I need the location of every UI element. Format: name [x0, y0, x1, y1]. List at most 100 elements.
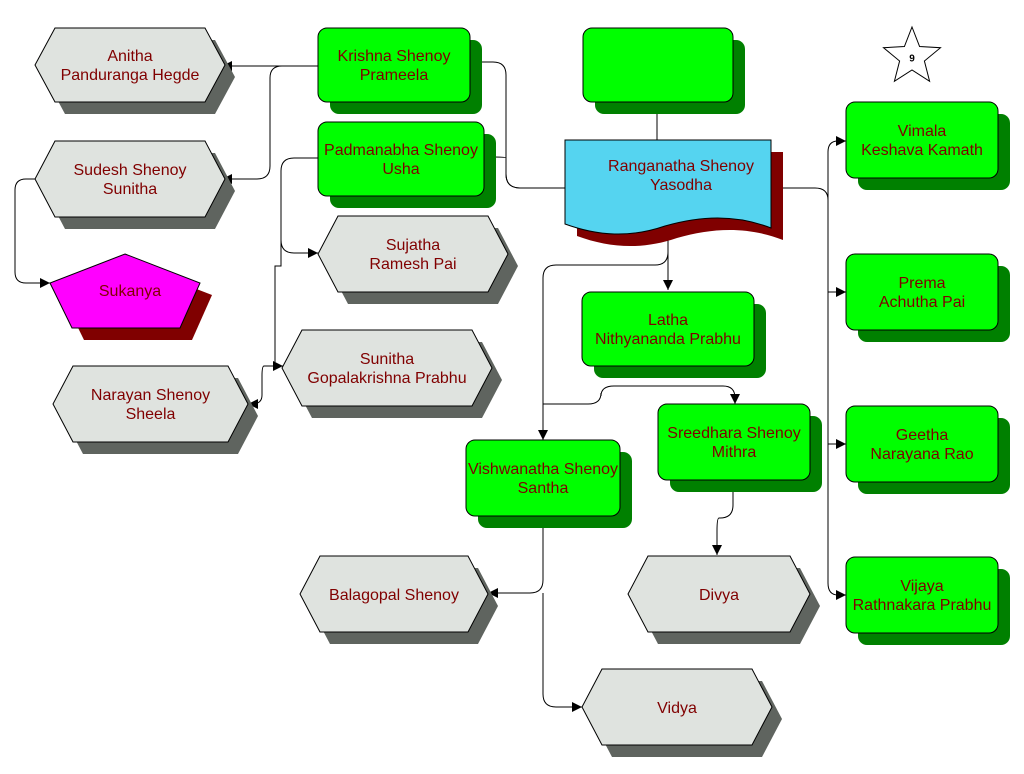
vimala-label-line: Keshava Kamath: [861, 142, 983, 159]
balagopal-label-line: Balagopal Shenoy: [329, 586, 459, 604]
sudesh-box: [34, 140, 226, 218]
vimala-box: [845, 101, 999, 179]
vijaya-node: [845, 556, 1010, 645]
geetha-label-line: Narayana Rao: [870, 446, 974, 463]
divya-node: [627, 555, 820, 644]
sujatha-node: [317, 215, 518, 304]
vidya-box: [581, 668, 773, 746]
sreedhara-label-line: Mithra: [711, 444, 757, 461]
vidya-label: Vidya: [657, 699, 697, 718]
sreedhara-node: [657, 403, 822, 492]
connector-vishwanatha-to-balagopal: [488, 516, 544, 598]
divya-label-line: Divya: [698, 586, 740, 604]
connector-krishna-to-sudesh: [222, 65, 318, 184]
anitha-label-line: Anitha: [107, 48, 153, 65]
sunitha-label-line: Gopalakrishna Prabhu: [307, 370, 467, 387]
vijaya-box: [845, 556, 999, 634]
sukanya-node: [49, 253, 212, 340]
blank-box: [582, 27, 734, 103]
connector-root-to-prema: [827, 200, 846, 297]
connector-root-to-vimala: [771, 136, 846, 201]
krishna-label-line: Prameela: [359, 67, 429, 84]
vidya-label-line: Vidya: [657, 699, 697, 717]
anitha-box: [34, 27, 226, 103]
latha-box: [581, 291, 755, 367]
connector-root-to-geetha: [827, 292, 846, 449]
balagopal-box: [299, 555, 489, 633]
vishwanatha-label-line: Vishwanatha Shenoy: [467, 461, 619, 478]
narayan-label-line: Narayan Shenoy: [90, 387, 211, 404]
star-icon: [882, 25, 942, 83]
geetha-box: [845, 405, 999, 483]
vimala-node: [845, 101, 1010, 190]
vishwanatha-label-line: Santha: [517, 480, 569, 497]
root-node: [564, 139, 783, 247]
sukanya-box: [49, 253, 201, 329]
vijaya-label-line: Rathnakara Prabhu: [852, 597, 992, 614]
latha-node: [581, 291, 766, 378]
root-box: [564, 139, 772, 235]
blank-node: [582, 27, 745, 114]
sudesh-label-line: Sudesh Shenoy: [73, 162, 187, 179]
anitha-node: [34, 27, 235, 114]
connector-sreedhara-to-divya: [712, 480, 734, 555]
sujatha-label-line: Ramesh Pai: [369, 256, 457, 273]
connector-sudesh-to-sukanya: [14, 178, 50, 288]
padmanabha-label-line: Padmanabha Shenoy: [324, 142, 478, 159]
geetha-label-line: Geetha: [895, 427, 949, 444]
latha-label-line: Latha: [647, 312, 689, 329]
sukanya-label-line: Sukanya: [98, 282, 162, 300]
vijaya-label-line: Vijaya: [900, 578, 944, 595]
narayan-node: [52, 365, 258, 454]
latha-label-line: Nithyananda Prabhu: [595, 331, 741, 348]
sreedhara-box: [657, 403, 811, 481]
vimala-label-line: Vimala: [897, 123, 947, 140]
krishna-box: [317, 27, 471, 103]
anitha-label-line: Panduranga Hegde: [60, 67, 200, 84]
prema-label-line: Achutha Pai: [878, 294, 966, 311]
sunitha-box: [281, 329, 493, 407]
root-label-line: Ranganatha Shenoy: [608, 158, 754, 175]
divya-box: [627, 555, 811, 633]
connector-root-to-vijaya: [827, 444, 846, 600]
balagopal-label: Balagopal Shenoy: [329, 586, 459, 605]
padmanabha-label-line: Usha: [382, 161, 420, 178]
prema-box: [845, 253, 999, 331]
connector-padmanabha-to-sujatha: [280, 157, 318, 258]
vishwanatha-node: [465, 439, 632, 528]
sunitha-label-line: Sunitha: [359, 351, 415, 368]
sreedhara-label-line: Sreedhara Shenoy: [667, 425, 801, 442]
padmanabha-box: [317, 121, 485, 197]
prema-node: [845, 253, 1010, 342]
page-number-badge: 9: [909, 53, 915, 65]
sunitha-node: [281, 329, 502, 418]
narayan-box: [52, 365, 249, 443]
vidya-node: [581, 668, 782, 757]
sukanya-label: Sukanya: [99, 282, 161, 301]
sujatha-box: [317, 215, 509, 293]
divya-label: Divya: [699, 586, 739, 605]
balagopal-node: [299, 555, 498, 644]
krishna-label-line: Krishna Shenoy: [337, 48, 451, 65]
padmanabha-node: [317, 121, 496, 208]
sudesh-label-line: Sunitha: [102, 181, 158, 198]
connector-vishwanatha-to-vidya: [542, 593, 582, 712]
connector-root-to-vishwanatha: [538, 226, 669, 440]
connector-padmanabha-to-narayan: [248, 365, 275, 409]
geetha-node: [845, 405, 1010, 494]
krishna-node: [317, 27, 482, 114]
